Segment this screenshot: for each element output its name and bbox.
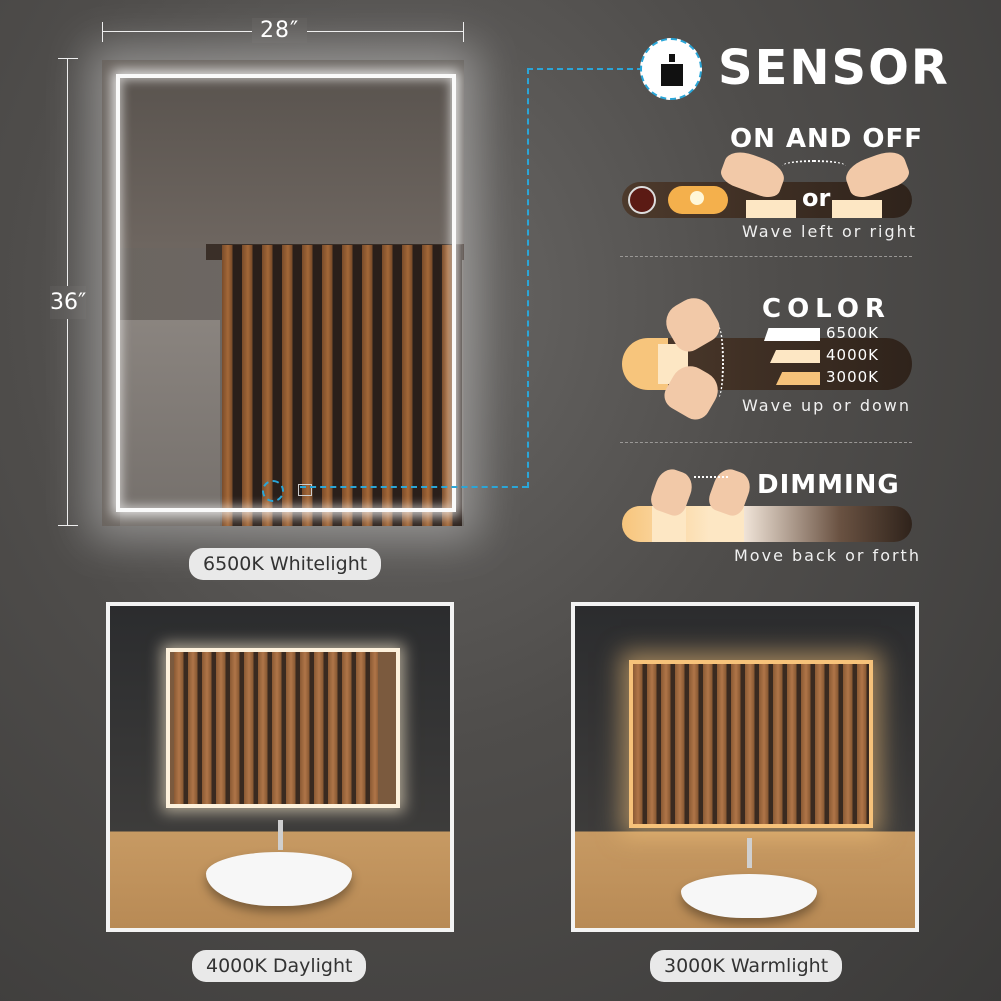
width-label: 28″ [252,18,308,43]
power-icon [628,186,656,214]
daylight-caption: 4000K Daylight [192,950,367,982]
temp-4000k: 4000K [826,346,880,364]
sensor-title: SENSOR [718,40,950,96]
sensor-connector-vertical [527,68,529,488]
section-divider [620,442,912,443]
warmlight-photo [571,602,919,932]
swatch-4000k [770,350,820,363]
or-label: or [802,184,831,212]
move-arrow-icon [694,476,728,478]
section-divider [620,256,912,257]
dimming-instruction: Move back or forth [734,546,921,565]
wave-vertical-arrow-icon [712,326,724,398]
on-off-instruction: Wave left or right [742,222,918,241]
color-title: COLOR [762,294,891,324]
temp-6500k: 6500K [826,324,880,342]
wave-arrow-icon [782,160,846,172]
sensor-connector-line [300,486,528,488]
on-off-title: ON AND OFF [730,124,924,154]
main-mirror-image [102,60,464,526]
swatch-6500k [764,328,820,341]
height-dimension: 36″ [50,58,87,526]
mirror-sensor-marker [262,480,284,502]
sensor-icon [640,38,702,100]
bulb-icon [668,186,728,214]
color-instruction: Wave up or down [742,396,912,415]
width-dimension: 28″ [102,18,464,43]
dimming-title: DIMMING [757,470,900,500]
temp-3000k: 3000K [826,368,880,386]
sensor-connector-top [527,68,643,70]
warmlight-caption: 3000K Warmlight [650,950,843,982]
main-mirror-caption: 6500K Whitelight [189,548,382,580]
daylight-photo [106,602,454,932]
swatch-3000k [776,372,820,385]
height-label: 36″ [50,286,87,319]
